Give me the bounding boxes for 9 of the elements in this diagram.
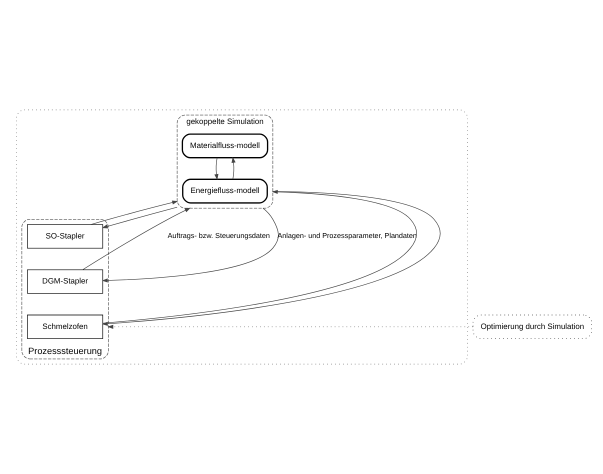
arrow <box>82 208 191 270</box>
cluster <box>16 110 468 364</box>
arrow <box>214 158 218 180</box>
arrow <box>102 208 279 283</box>
arrow <box>102 206 178 228</box>
arrow <box>90 200 178 225</box>
arrow <box>232 156 236 180</box>
arrow <box>107 324 474 329</box>
edge-label: Auftrags- bzw. Steuerungsdaten <box>168 231 270 240</box>
